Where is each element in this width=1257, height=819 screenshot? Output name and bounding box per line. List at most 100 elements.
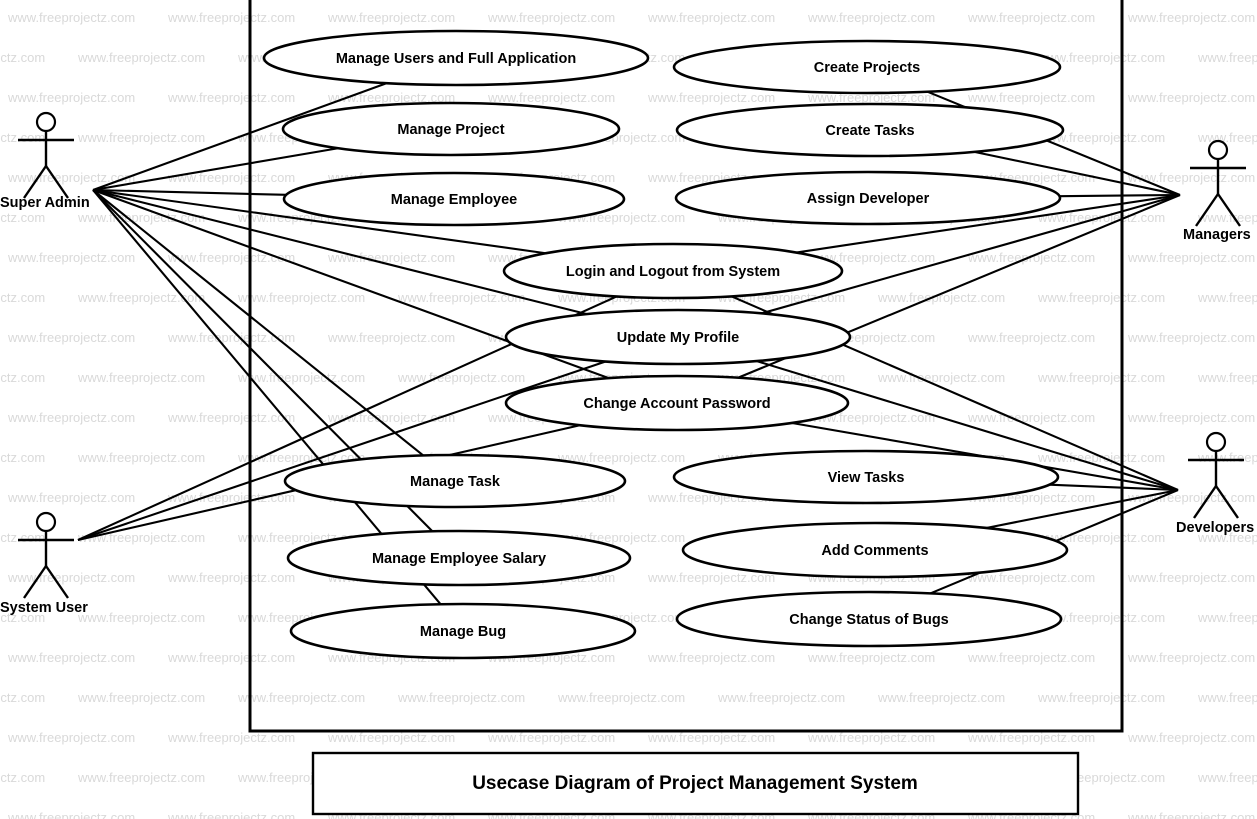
usecase-create-tasks[interactable]: Create Tasks [675, 102, 1065, 158]
usecase-label: Manage Employee Salary [372, 551, 546, 567]
watermark-text: www.freeprojectz.com [77, 770, 205, 785]
watermark-text: www.freeprojectz.com [167, 570, 295, 585]
actor-left-leg-line [23, 565, 47, 599]
watermark-text: www.freeprojectz.com [167, 250, 295, 265]
watermark-text: www.freeprojectz.com [0, 450, 45, 465]
watermark-text: www.freeprojectz.com [1127, 90, 1255, 105]
watermark-text: www.freeprojectz.com [1037, 370, 1165, 385]
usecase-ellipse[interactable] [675, 102, 1065, 158]
watermark-text: www.freeprojectz.com [1127, 730, 1255, 745]
usecase-ellipse[interactable] [286, 529, 632, 587]
watermark-text: www.freeprojectz.com [1037, 690, 1165, 705]
watermark-text: www.freeprojectz.com [237, 370, 365, 385]
watermark-text: www.freeprojectz.com [647, 730, 775, 745]
watermark-text: www.freeprojectz.com [1197, 690, 1257, 705]
usecase-ellipse[interactable] [283, 453, 627, 509]
watermark-text: www.freeprojectz.com [77, 50, 205, 65]
usecase-ellipse[interactable] [504, 374, 850, 432]
association-super-admin-to-manage-users-full-application [92, 82, 388, 191]
watermark-text: www.freeprojectz.com [7, 570, 135, 585]
usecase-label: Login and Logout from System [566, 264, 780, 280]
usecase-ellipse[interactable] [281, 101, 621, 157]
usecase-view-tasks[interactable]: View Tasks [672, 449, 1060, 505]
usecase-ellipse[interactable] [289, 602, 637, 660]
actor-right-leg-line [45, 565, 69, 599]
watermark-text: www.freeprojectz.com [1037, 290, 1165, 305]
watermark-text: www.freeprojectz.com [1037, 130, 1165, 145]
usecase-ellipse[interactable] [504, 308, 852, 366]
usecase-add-comments[interactable]: Add Comments [681, 521, 1069, 579]
watermark-text: www.freeprojectz.com [77, 610, 205, 625]
usecase-ellipse[interactable] [674, 170, 1062, 226]
watermark-text: www.freeprojectz.com [327, 410, 455, 425]
association-managers-to-create-tasks [974, 150, 1181, 197]
association-layer [77, 82, 1181, 605]
usecase-manage-task[interactable]: Manage Task [283, 453, 627, 509]
usecase-change-status-of-bugs[interactable]: Change Status of Bugs [675, 590, 1063, 648]
usecase-manage-employee[interactable]: Manage Employee [282, 171, 626, 227]
watermark-text: www.freeprojectz.com [807, 250, 935, 265]
actor-super-admin[interactable]: Super Admin [0, 111, 90, 211]
watermark-text: www.freeprojectz.com [1197, 50, 1257, 65]
usecase-create-projects[interactable]: Create Projects [672, 39, 1062, 95]
actor-system-user[interactable]: System User [0, 511, 88, 616]
watermark-text: www.freeprojectz.com [1127, 330, 1255, 345]
usecase-ellipse[interactable] [672, 449, 1060, 505]
watermark-text: www.freeprojectz.com [807, 10, 935, 25]
watermark-text: www.freeprojectz.com [0, 50, 45, 65]
watermark-text: www.freeprojectz.com [0, 770, 45, 785]
watermark-text: www.freeprojectz.com [7, 10, 135, 25]
diagram-title-text: Usecase Diagram of Project Management Sy… [472, 773, 918, 794]
watermark-text: www.freeprojectz.com [0, 530, 45, 545]
usecase-manage-project[interactable]: Manage Project [281, 101, 621, 157]
watermark-text: www.freeprojectz.com [967, 650, 1095, 665]
usecase-ellipse[interactable] [502, 242, 844, 300]
watermark-text: www.freeprojectz.com [967, 570, 1095, 585]
usecase-layer: Manage Users and Full ApplicationCreate … [262, 29, 1069, 660]
association-developers-to-update-my-profile [756, 360, 1179, 492]
watermark-text: www.freeprojectz.com [327, 330, 455, 345]
watermark-text: www.freeprojectz.com [647, 570, 775, 585]
watermark-text: www.freeprojectz.com [0, 610, 45, 625]
watermark-text: www.freeprojectz.com [0, 290, 45, 305]
watermark-text: www.freeprojectz.com [7, 170, 135, 185]
usecase-manage-users-full-application[interactable]: Manage Users and Full Application [262, 29, 650, 87]
usecase-ellipse[interactable] [672, 39, 1062, 95]
watermark-text: www.freeprojectz.com [967, 90, 1095, 105]
actor-label: System User [0, 600, 88, 616]
usecase-manage-bug[interactable]: Manage Bug [289, 602, 637, 660]
usecase-change-account-password[interactable]: Change Account Password [504, 374, 850, 432]
actor-developers[interactable]: Developers [1176, 431, 1254, 536]
watermark-text: www.freeprojectz.com [1127, 10, 1255, 25]
watermark-text: www.freeprojectz.com [397, 370, 525, 385]
usecase-ellipse[interactable] [675, 590, 1063, 648]
watermark-text: www.freeprojectz.com [1127, 410, 1255, 425]
watermark-text: www.freeprojectz.com [1037, 50, 1165, 65]
association-managers-to-update-my-profile [761, 193, 1181, 315]
usecase-login-and-logout-from-system[interactable]: Login and Logout from System [502, 242, 844, 300]
watermark-text: www.freeprojectz.com [647, 10, 775, 25]
watermark-text: www.freeprojectz.com [167, 810, 295, 819]
watermark-text: www.freeprojectz.com [7, 410, 135, 425]
association-super-admin-to-login-and-logout-from-system [92, 188, 546, 255]
watermark-text: www.freeprojectz.com [1127, 650, 1255, 665]
watermark-text: www.freeprojectz.com [647, 90, 775, 105]
watermark-text: www.freeprojectz.com [167, 330, 295, 345]
usecase-assign-developer[interactable]: Assign Developer [674, 170, 1062, 226]
watermark-text: www.freeprojectz.com [967, 330, 1095, 345]
usecase-update-my-profile[interactable]: Update My Profile [504, 308, 852, 366]
usecase-ellipse[interactable] [282, 171, 626, 227]
actor-label: Super Admin [0, 195, 90, 211]
actor-managers[interactable]: Managers [1183, 139, 1251, 243]
watermark-text: www.freeprojectz.com [7, 650, 135, 665]
association-super-admin-to-update-my-profile [92, 188, 588, 316]
watermark-text: www.freeprojectz.com [167, 90, 295, 105]
watermark-text: www.freeprojectz.com [1197, 450, 1257, 465]
usecase-manage-employee-salary[interactable]: Manage Employee Salary [286, 529, 632, 587]
watermark-text: www.freeprojectz.com [967, 730, 1095, 745]
watermark-text: www.freeprojectz.com [167, 650, 295, 665]
usecase-ellipse[interactable] [681, 521, 1069, 579]
usecase-ellipse[interactable] [262, 29, 650, 87]
actor-head-icon [1207, 139, 1229, 161]
